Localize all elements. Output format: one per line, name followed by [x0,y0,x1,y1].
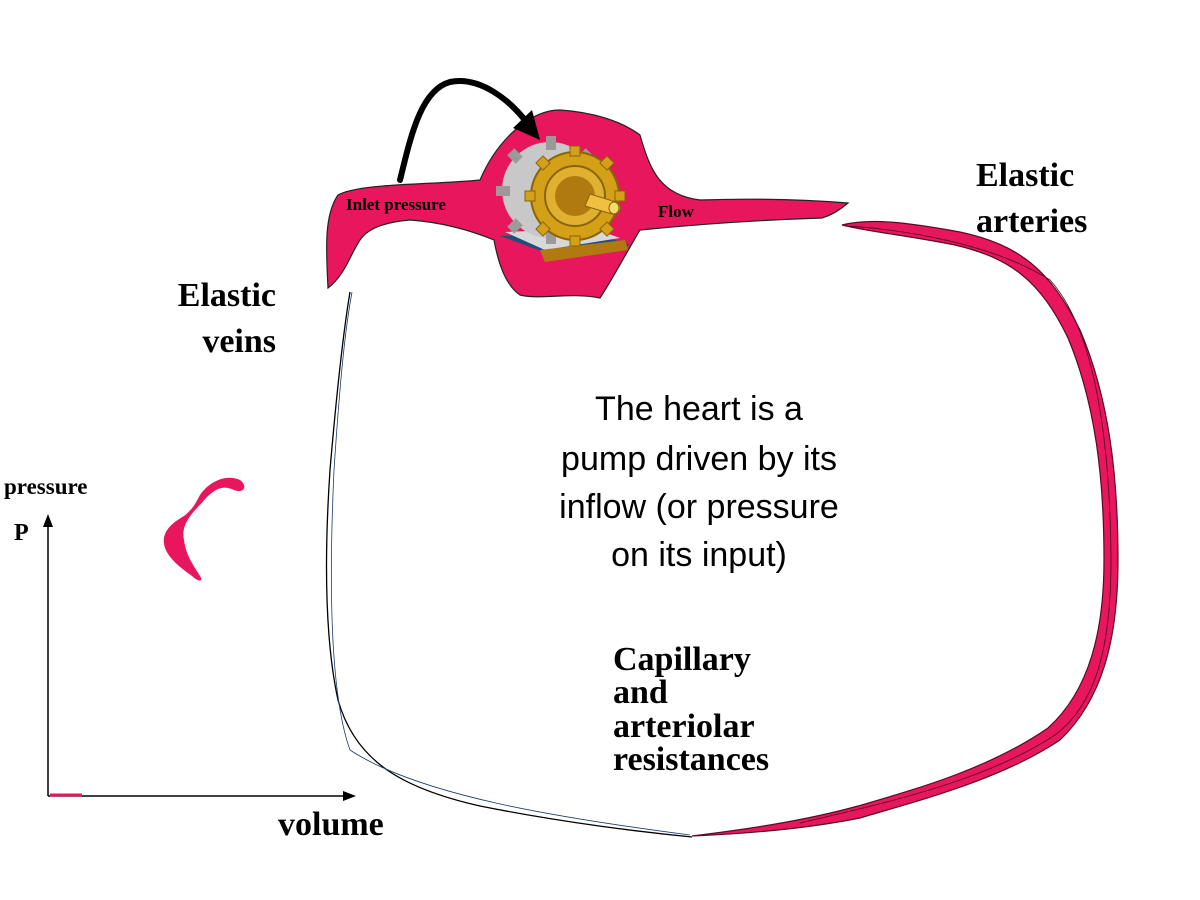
elastic-artery-vessel [691,220,1119,837]
volume-axis-arrowhead [343,791,356,801]
elastic-arteries-label-line2: arteries [976,203,1087,240]
heart-description: The heart is a pump driven by its inflow… [559,390,839,574]
heart-text-line4: on its input) [611,536,787,574]
motor-gear-icon [496,136,630,262]
flow-label: Flow [658,202,695,221]
pressure-axis-label: pressure [4,474,88,499]
heart-text-line3: inflow (or pressure [559,488,839,526]
capillary-label-line4: resistances [613,741,769,778]
pressure-axis-arrowhead [43,514,53,527]
pressure-symbol-label: P [14,520,29,546]
capillary-label-line3: arteriolar [613,708,755,745]
heart-text-line2: pump driven by its [561,440,837,478]
elastic-vein-inner-line [331,291,691,836]
elastic-artery-inner-line [799,225,1112,824]
curved-arrow-icon [397,78,540,183]
elastic-vein-vessel [325,291,693,838]
capillary-label-line1: Capillary [613,641,751,678]
capillary-label-line2: and [613,674,668,711]
elastic-veins-label-line2: veins [202,323,276,360]
pv-curve [163,477,245,581]
elastic-arteries-label-line1: Elastic [976,157,1074,194]
elastic-veins-label-line1: Elastic [178,277,276,314]
volume-axis-label: volume [278,806,384,843]
inlet-pressure-label: Inlet pressure [346,195,446,214]
pressure-volume-plot: pressure P volume [4,474,384,843]
heart-text-line1: The heart is a [595,390,803,428]
capillary-label: Capillary and arteriolar resistances [613,641,769,778]
